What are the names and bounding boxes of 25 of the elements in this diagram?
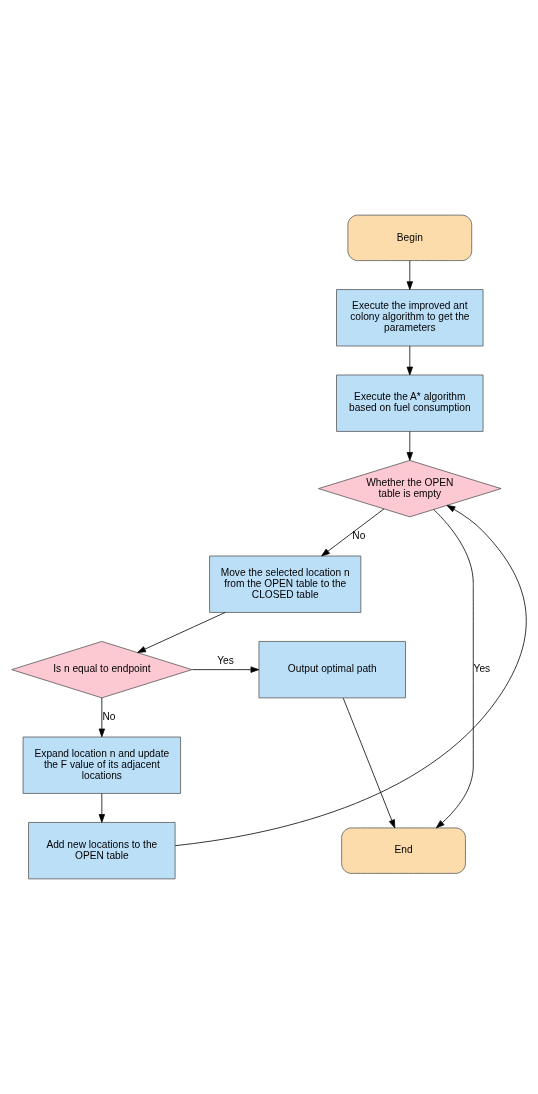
arrow xyxy=(406,431,413,461)
arrow xyxy=(174,505,527,846)
node-box: Output optimal path xyxy=(258,641,406,699)
arrow xyxy=(137,612,226,653)
arrow xyxy=(342,697,396,829)
node-diamond: Whether the OPEN table is empty xyxy=(318,460,502,518)
arrow xyxy=(98,793,105,823)
arrow xyxy=(98,697,105,738)
node-box: Expand location n and update the F value of its adjacent locations xyxy=(22,736,181,794)
arrow xyxy=(406,260,413,290)
node-box: Add new locations to the OPEN table xyxy=(28,822,176,880)
edge-label: Yes xyxy=(217,655,234,667)
arrow xyxy=(433,509,474,829)
edge-label: Yes xyxy=(473,663,491,675)
node-box: Move the selected location n from the OPEN table to the CLOSED table xyxy=(209,555,362,613)
node-box: Execute the A* algorithm based on fuel consumption xyxy=(336,374,484,432)
node-box: Execute the improved ant colony algorithm to get the parameters xyxy=(336,289,484,347)
edge-label: No xyxy=(102,711,116,723)
node-box: Begin xyxy=(347,214,473,261)
node-diamond: Is n equal to endpoint xyxy=(11,641,193,699)
arrow xyxy=(191,666,260,673)
arrow xyxy=(321,508,385,557)
edge-label: No xyxy=(352,530,366,542)
arrow xyxy=(406,345,413,376)
node-box: End xyxy=(341,827,466,874)
